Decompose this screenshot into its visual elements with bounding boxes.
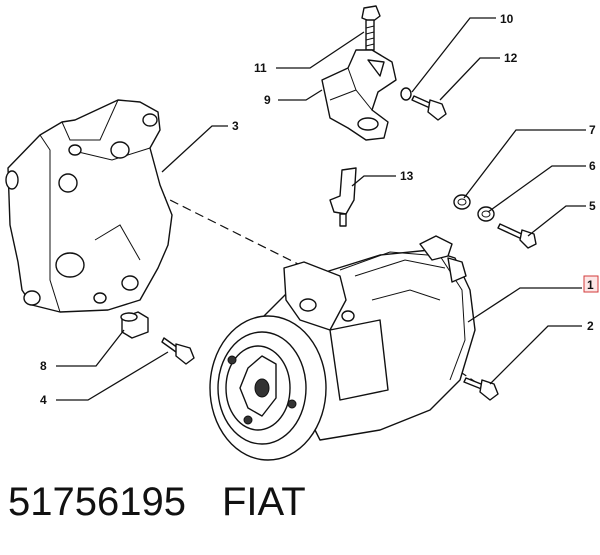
pipe-clip-part <box>329 167 357 227</box>
callout-11: 11 <box>254 61 267 75</box>
leader-line-4 <box>56 351 169 401</box>
compressor-part <box>209 235 476 461</box>
leader-line-11 <box>276 31 365 69</box>
leader-line-9 <box>278 89 323 101</box>
callout-3: 3 <box>232 119 239 133</box>
leader-line-6 <box>487 165 586 213</box>
callout-12: 12 <box>504 51 518 65</box>
part-caption: 51756195 FIAT <box>8 480 342 525</box>
mounting-bracket-part <box>5 99 173 313</box>
callout-10: 10 <box>500 12 514 26</box>
bolt-part-12 <box>411 95 447 121</box>
callout-2: 2 <box>587 319 594 333</box>
callout-8: 8 <box>40 359 47 373</box>
bolt-part-2 <box>463 377 499 401</box>
highlight-box-callout-1 <box>583 275 599 293</box>
leader-line-1 <box>467 287 582 323</box>
callout-9: 9 <box>264 93 271 107</box>
leader-line-5 <box>527 205 586 237</box>
leader-line-3 <box>161 125 228 173</box>
bolt-part-4 <box>161 337 195 365</box>
callout-13: 13 <box>400 169 414 183</box>
leader-line-13 <box>351 175 396 187</box>
callout-7: 7 <box>589 123 596 137</box>
brand-name: FIAT <box>221 480 306 524</box>
callout-5: 5 <box>589 199 596 213</box>
callout-1: 1 <box>587 278 594 292</box>
leader-line-10 <box>411 17 496 93</box>
bolt-part-5 <box>497 223 537 249</box>
washer-part-7 <box>453 194 471 210</box>
leader-line-7 <box>463 129 586 199</box>
leader-line-8 <box>56 329 125 367</box>
leader-line-12 <box>439 57 500 101</box>
callout-4: 4 <box>40 393 47 407</box>
callout-6: 6 <box>589 159 596 173</box>
bolt-part-11 <box>361 5 381 51</box>
part-number: 51756195 <box>8 480 186 524</box>
bracket-clip-part <box>321 49 397 141</box>
leader-line-2 <box>489 325 582 385</box>
washer-part-10 <box>400 87 412 101</box>
bushing-part <box>120 311 149 339</box>
